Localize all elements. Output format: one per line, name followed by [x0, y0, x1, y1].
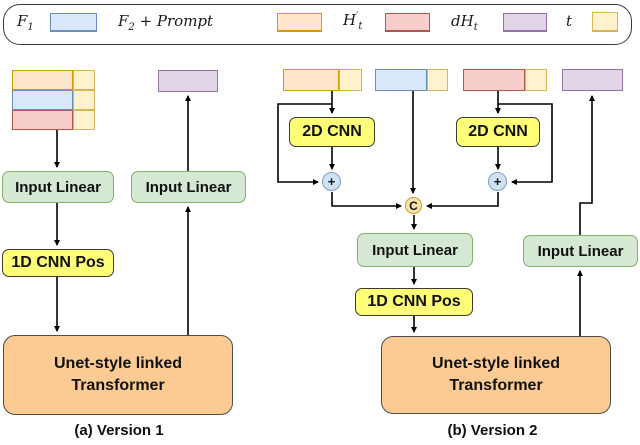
edge-plus-left-to-concat: [331, 192, 402, 209]
add-node-right: +: [488, 172, 507, 191]
bar-ht-t: [463, 69, 547, 91]
bar-seg-ht: [463, 69, 525, 91]
stack-cell-t1: [73, 70, 95, 90]
caption-version-2: (b) Version 2: [447, 422, 538, 439]
legend-label-f1-base: F: [17, 12, 28, 30]
edge-bar1-skip-to-plus-left: [277, 103, 332, 185]
cnn-2d-left: 2D CNN: [289, 117, 375, 147]
transformer-v1-text: Unet-style linked Transformer: [54, 353, 182, 396]
legend-label-f1-sub: 1: [27, 22, 34, 33]
legend-swatch-f1: [50, 13, 97, 32]
legend-label-t: t: [566, 12, 572, 30]
legend-label-f1: F1: [17, 12, 34, 33]
legend-label-ht: H′t: [343, 11, 362, 32]
legend-swatch-f2-prompt: [277, 13, 322, 32]
legend-label-dht: dHt: [451, 12, 478, 33]
legend-swatch-t: [592, 12, 618, 32]
legend-label-ht-base: H: [343, 11, 357, 29]
stack-row-f2prompt: [12, 70, 95, 90]
legend-label-ht-sub: t: [358, 21, 363, 32]
stack-cell-f2prompt: [12, 70, 73, 90]
legend-label-f2-prompt: F2 + Prompt: [118, 12, 213, 33]
cnn-2d-right: 2D CNN: [456, 117, 540, 147]
bar-f2prompt-t: [283, 69, 362, 91]
stack-row-ht: [12, 110, 95, 130]
bar-seg-t2: [427, 69, 448, 91]
bar-seg-t1: [339, 69, 362, 91]
cnn-pos-v1: 1D CNN Pos: [2, 249, 114, 277]
legend-swatch-ht: [385, 13, 430, 32]
input-linear-v1-left: Input Linear: [2, 171, 114, 203]
transformer-v1-line2: Transformer: [71, 377, 165, 394]
transformer-v2-text: Unet-style linked Transformer: [432, 353, 560, 396]
bar-seg-f2prompt: [283, 69, 339, 91]
input-linear-v2-right: Input Linear: [523, 235, 638, 267]
legend-frame: [3, 4, 632, 45]
legend-label-dht-sub: t: [473, 22, 478, 33]
bar-seg-t3: [525, 69, 547, 91]
bar-seg-f1: [375, 69, 427, 91]
stack-row-f1: [12, 90, 95, 110]
stack-cell-ht: [12, 110, 73, 130]
dh-output-v2: [562, 69, 623, 91]
legend-label-f2-sub: 2: [128, 22, 135, 33]
concat-node: C: [405, 197, 422, 214]
stack-cell-f1: [12, 90, 73, 110]
legend-label-dht-pre: d: [451, 12, 461, 30]
legend-swatch-dht: [503, 13, 547, 32]
transformer-v1-line1: Unet-style linked: [53, 355, 183, 373]
stack-cell-t2: [73, 90, 95, 110]
transformer-v2: Unet-style linked Transformer: [381, 336, 611, 414]
edge-output-linear-to-dh-v2: [579, 95, 595, 235]
dh-output-v1: [158, 70, 218, 92]
edge-bar3-skip-to-plus-right: [498, 103, 553, 185]
legend-label-ht-prime: ′: [356, 11, 359, 22]
cnn-pos-v2: 1D CNN Pos: [355, 288, 473, 316]
bar-f1-t: [375, 69, 448, 91]
transformer-v2-line2: Transformer: [449, 377, 543, 394]
legend-label-dht-base: H: [460, 12, 474, 30]
transformer-v1: Unet-style linked Transformer: [3, 335, 233, 415]
legend-label-f2-base: F: [118, 12, 129, 30]
edge-plus-right-to-concat: [426, 192, 499, 209]
input-linear-v2-main: Input Linear: [357, 233, 473, 267]
input-linear-v1-right: Input Linear: [131, 171, 246, 203]
legend-label-t-base: t: [566, 12, 573, 30]
legend-label-f2-rest: + Prompt: [134, 12, 214, 30]
add-node-left: +: [322, 172, 341, 191]
caption-version-1: (a) Version 1: [74, 422, 164, 439]
stack-cell-t3: [73, 110, 95, 130]
transformer-v2-line1: Unet-style linked: [431, 355, 561, 373]
token-stack-v1: [12, 70, 95, 130]
